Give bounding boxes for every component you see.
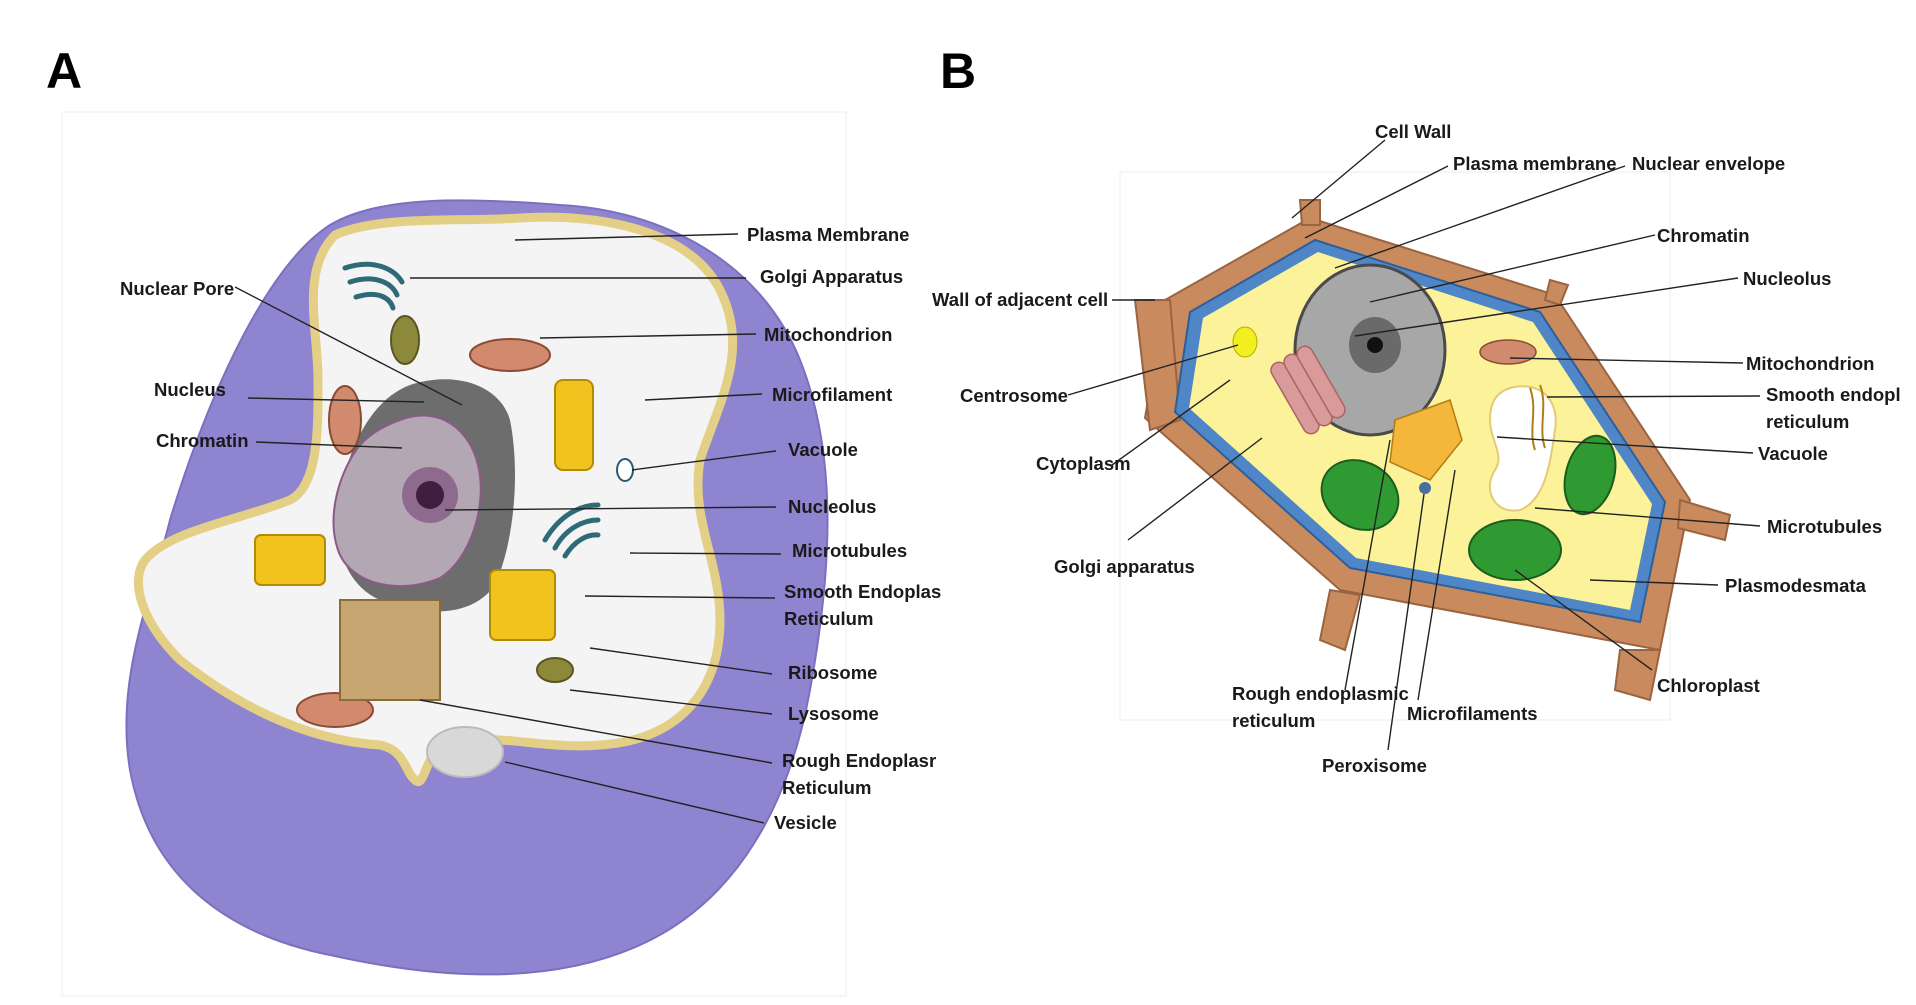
animal-golgi-lower bbox=[542, 502, 601, 559]
animal-golgi bbox=[342, 261, 405, 311]
label-smooth-er-b-line2: reticulum bbox=[1766, 411, 1849, 432]
label-plasma-membrane-b: Plasma membrane bbox=[1453, 153, 1617, 174]
plant-peroxisome bbox=[1419, 482, 1431, 494]
label-plasmodesmata-b: Plasmodesmata bbox=[1725, 575, 1867, 596]
label-nucleolus-b: Nucleolus bbox=[1743, 268, 1831, 289]
plant-chloroplasts bbox=[1320, 434, 1617, 581]
label-lysosome-a: Lysosome bbox=[788, 703, 879, 724]
label-microfilament-a: Microfilament bbox=[772, 384, 892, 405]
label-cell-wall-b: Cell Wall bbox=[1375, 121, 1451, 142]
plant-mitochondrion bbox=[1479, 339, 1537, 365]
label-mitochondrion-a: Mitochondrion bbox=[764, 324, 892, 345]
label-vacuole-b: Vacuole bbox=[1758, 443, 1828, 464]
label-mitochondrion-b: Mitochondrion bbox=[1746, 353, 1874, 374]
plant-smooth-er bbox=[1529, 384, 1546, 451]
label-rough-er-a-line1: Rough Endoplasr bbox=[782, 750, 936, 771]
label-wall-of-adjacent-cell-b: Wall of adjacent cell bbox=[932, 289, 1108, 310]
label-smooth-er-a-line1: Smooth Endoplas bbox=[784, 581, 941, 602]
label-rough-er-b-line2: reticulum bbox=[1232, 710, 1315, 731]
label-smooth-er-b-line1: Smooth endopl bbox=[1766, 384, 1901, 405]
plant-centrosome bbox=[1232, 326, 1258, 358]
label-chloroplast-b: Chloroplast bbox=[1657, 675, 1760, 696]
label-chromatin-a: Chromatin bbox=[156, 430, 249, 451]
animal-er bbox=[254, 379, 594, 701]
label-plasma-membrane-a: Plasma Membrane bbox=[747, 224, 909, 245]
label-microtubules-a: Microtubules bbox=[792, 540, 907, 561]
plant-golgi bbox=[1270, 345, 1346, 435]
panel-a: A bbox=[46, 43, 941, 997]
animal-nucleolus bbox=[416, 481, 444, 509]
animal-vacuole bbox=[616, 458, 634, 482]
label-nuclear-pore-a: Nuclear Pore bbox=[120, 278, 234, 299]
animal-vesicle bbox=[426, 726, 504, 778]
label-nucleolus-a: Nucleolus bbox=[788, 496, 876, 517]
label-rough-er-a-line2: Reticulum bbox=[782, 777, 871, 798]
label-golgi-apparatus-a: Golgi Apparatus bbox=[760, 266, 903, 287]
label-peroxisome-b: Peroxisome bbox=[1322, 755, 1427, 776]
label-rough-er-b-line1: Rough endoplasmic bbox=[1232, 683, 1409, 704]
label-cytoplasm-b: Cytoplasm bbox=[1036, 453, 1131, 474]
label-nucleus-a: Nucleus bbox=[154, 379, 226, 400]
label-centrosome-b: Centrosome bbox=[960, 385, 1068, 406]
label-vesicle-a: Vesicle bbox=[774, 812, 837, 833]
label-microfilaments-b: Microfilaments bbox=[1407, 703, 1538, 724]
panel-b-leaders bbox=[1067, 139, 1761, 751]
panel-b-letter: B bbox=[940, 43, 976, 99]
label-golgi-apparatus-b: Golgi apparatus bbox=[1054, 556, 1195, 577]
panel-a-letter: A bbox=[46, 43, 82, 99]
panel-a-leaders bbox=[234, 233, 782, 824]
plant-vacuole bbox=[1488, 385, 1557, 512]
label-chromatin-b: Chromatin bbox=[1657, 225, 1750, 246]
label-nuclear-envelope-b: Nuclear envelope bbox=[1632, 153, 1785, 174]
label-microtubules-b: Microtubules bbox=[1767, 516, 1882, 537]
plant-rough-er bbox=[1389, 399, 1463, 481]
panel-b: B bbox=[932, 43, 1901, 776]
animal-mitochondria bbox=[296, 315, 574, 728]
label-vacuole-a: Vacuole bbox=[788, 439, 858, 460]
label-smooth-er-a-line2: Reticulum bbox=[784, 608, 873, 629]
label-ribosome-a: Ribosome bbox=[788, 662, 877, 683]
